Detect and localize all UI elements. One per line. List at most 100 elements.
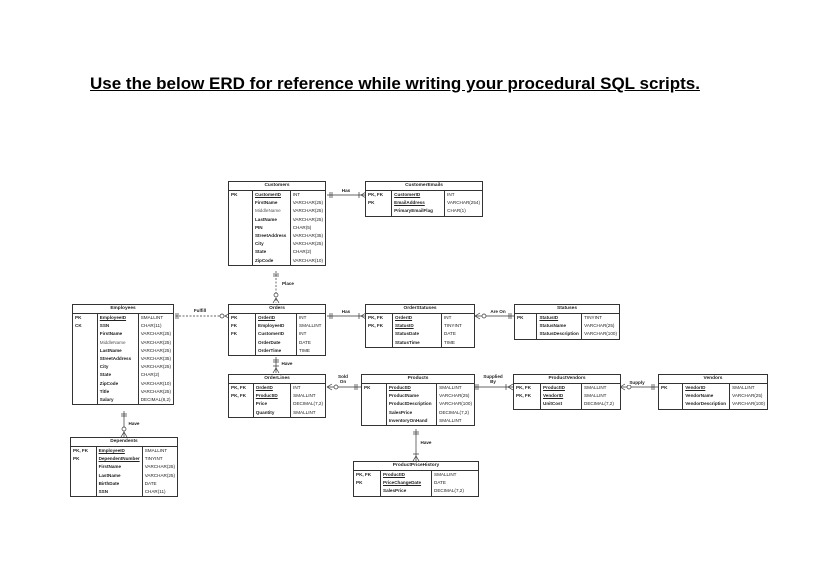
column-type: INT — [293, 385, 301, 390]
column-type: VARCHAR(25) — [732, 393, 763, 399]
column-key — [75, 371, 95, 379]
column-key — [231, 400, 251, 408]
column-type: SMALLINT — [732, 385, 755, 390]
column-type: DECIMAL(7,2) — [434, 488, 464, 494]
column-name: State — [254, 249, 267, 255]
column-name: SSN — [98, 488, 109, 494]
column-key — [364, 417, 384, 425]
column-type: SMALLINT — [584, 393, 607, 399]
column-name: City — [254, 241, 264, 247]
column-name: SalesPrice — [388, 409, 413, 415]
column-name: StatusDescription — [539, 331, 579, 337]
column-key — [231, 232, 250, 240]
column-type: DECIMAL(7,2) — [439, 409, 470, 415]
rel-label-price-history: Have — [418, 440, 434, 445]
column-type: VARCHAR(254) — [447, 200, 480, 206]
column-key: PK, FK — [516, 393, 532, 399]
column-type: VARCHAR(25) — [140, 339, 171, 345]
column-name: StatusName — [539, 323, 567, 329]
column-type: VARCHAR(100) — [584, 331, 617, 337]
entity-title: OrderLines — [229, 375, 325, 384]
column-type: VARCHAR(25) — [584, 323, 615, 329]
column-name: EmployeeID — [98, 448, 125, 453]
column-type: VARCHAR(25) — [144, 472, 175, 478]
column-name: OrderID — [395, 315, 413, 320]
column-type: VARCHAR(25) — [140, 364, 171, 370]
column-name: ZipCode — [254, 257, 274, 263]
column-key — [73, 463, 94, 471]
column-key — [364, 409, 384, 417]
column-key — [75, 330, 95, 338]
column-type: INT — [299, 331, 307, 337]
column-key — [356, 487, 378, 495]
column-name: CustomerID — [254, 192, 281, 197]
entity-title: Employees — [73, 305, 173, 314]
column-key — [368, 330, 390, 338]
column-key: PK — [368, 200, 375, 206]
column-key: PK, FK — [73, 448, 89, 453]
column-type: VARCHAR(25) — [140, 331, 171, 337]
column-type: CHAR(11) — [144, 488, 166, 494]
rel-label-fulfill: Fulfill — [190, 308, 210, 313]
rel-label-customers-emails: Has — [338, 188, 354, 193]
column-key: PK — [73, 456, 80, 462]
column-type: DATE — [299, 339, 311, 345]
column-key: PK — [661, 385, 668, 390]
column-name: MiddleName — [254, 208, 281, 214]
column-key — [73, 488, 94, 496]
column-key — [75, 363, 95, 371]
column-key: CK — [75, 323, 82, 329]
column-key — [75, 347, 95, 355]
column-name: ZipCode — [99, 380, 119, 386]
column-type: VARCHAR(25) — [439, 393, 470, 399]
column-key: PK — [231, 315, 238, 320]
column-type: SMALLINT — [299, 323, 322, 329]
column-type: CHAR(2) — [140, 372, 160, 378]
column-type: INT — [299, 315, 307, 320]
entity-title: CustomerEmails — [366, 182, 482, 191]
column-type: CHAR(2) — [292, 249, 312, 255]
column-name: FirstName — [99, 331, 123, 337]
column-name: StatusDate — [395, 331, 419, 337]
rel-label-supplied-by: Supplied By — [482, 374, 504, 384]
column-key: PK, FK — [368, 315, 384, 320]
column-name: OrderDate — [258, 339, 281, 345]
column-type: SMALLINT — [439, 417, 462, 423]
column-type: DECIMAL(8,2) — [140, 396, 171, 402]
column-key — [516, 400, 538, 408]
column-name: EmailAddress — [394, 200, 425, 206]
column-key: PK, FK — [231, 385, 247, 390]
entity-title: Orders — [229, 305, 325, 314]
column-name: FirstName — [254, 200, 278, 206]
column-name: MiddleName — [99, 339, 126, 345]
column-key: FK — [231, 323, 238, 329]
column-name: OrderTime — [258, 347, 282, 353]
column-key — [231, 347, 253, 355]
column-key: PK — [356, 480, 363, 486]
column-name: LastName — [254, 216, 277, 222]
column-name: ProductID — [543, 385, 565, 390]
column-name: StreetAddress — [254, 232, 287, 238]
column-key — [73, 480, 94, 488]
column-key — [231, 248, 250, 256]
column-type: CHAR(1) — [447, 208, 466, 214]
column-type: INT — [292, 192, 301, 197]
column-type: DATE — [144, 480, 157, 486]
page-heading: Use the below ERD for reference while wr… — [90, 74, 700, 93]
column-key — [231, 339, 253, 347]
column-name: SalesPrice — [383, 488, 407, 494]
column-key: PK, FK — [356, 472, 372, 477]
entity-title: ProductPriceHistory — [354, 462, 478, 471]
column-name: ProductID — [255, 393, 278, 399]
rel-label-are-on: Are On — [488, 309, 508, 314]
column-type: SMALLINT — [434, 472, 457, 477]
column-type: DECIMAL(7,2) — [293, 401, 323, 407]
column-key — [368, 207, 389, 215]
entity-title: Dependents — [71, 438, 177, 447]
column-type: CHAR(11) — [140, 323, 162, 329]
column-key — [231, 207, 250, 215]
column-type: CHAR(5) — [292, 224, 312, 230]
